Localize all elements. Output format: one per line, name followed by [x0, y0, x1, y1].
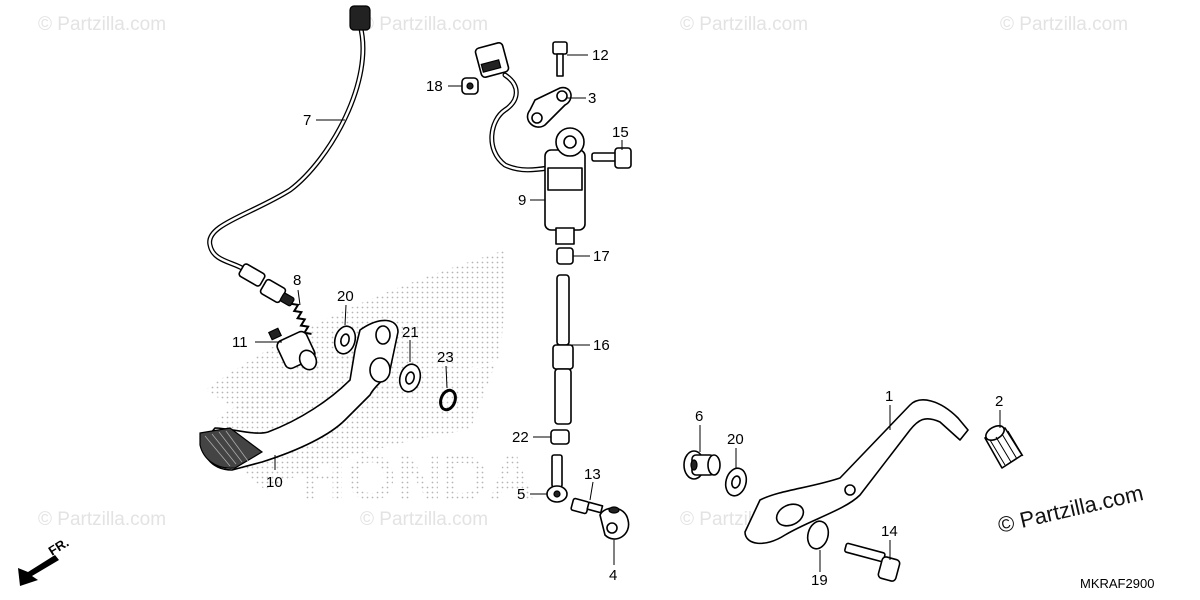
watermark: © Partzilla.com: [1000, 14, 1128, 35]
callout-19[interactable]: 19: [811, 572, 828, 589]
part-19-washer[interactable]: [805, 519, 832, 551]
part-8-spring[interactable]: [290, 301, 312, 336]
part-22-nut[interactable]: [550, 429, 570, 445]
callout-15[interactable]: 15: [612, 124, 629, 141]
callout-21[interactable]: 21: [402, 324, 419, 341]
part-5-rod-end[interactable]: [546, 454, 568, 503]
part-10-brake-pedal[interactable]: [199, 319, 399, 471]
front-direction-arrow: FR.: [18, 535, 71, 586]
callout-16[interactable]: 16: [593, 337, 610, 354]
watermark: © Partzilla.com: [680, 14, 808, 35]
part-6-collar[interactable]: [683, 450, 721, 480]
callout-10[interactable]: 10: [266, 474, 283, 491]
callout-11[interactable]: 11: [232, 334, 248, 351]
part-20-washer-left[interactable]: [332, 324, 359, 356]
leader-lines: [255, 54, 1001, 572]
callout-22[interactable]: 22: [512, 429, 529, 446]
callout-3[interactable]: 3: [588, 90, 596, 107]
part-1-shift-pedal[interactable]: [744, 399, 969, 545]
callout-1[interactable]: 1: [885, 388, 893, 405]
part-23-clip[interactable]: [438, 388, 458, 412]
part-20-washer-right[interactable]: [723, 466, 750, 498]
part-11-pin[interactable]: [267, 327, 320, 372]
part-17-nut[interactable]: [556, 247, 574, 265]
honda-logo-text: HONDA: [300, 442, 535, 514]
callout-12[interactable]: 12: [592, 47, 609, 64]
callout-7[interactable]: 7: [303, 112, 311, 129]
part-21-washer[interactable]: [397, 362, 424, 394]
callout-2[interactable]: 2: [995, 393, 1003, 410]
part-16-rod[interactable]: [552, 274, 574, 425]
part-7-cable[interactable]: [207, 5, 371, 307]
watermark: © Partzilla.com: [360, 509, 488, 530]
callout-9[interactable]: 9: [518, 192, 526, 209]
copyright-notice: © Partzilla.com: [996, 480, 1146, 538]
callout-14[interactable]: 14: [881, 523, 898, 540]
callout-20-right[interactable]: 20: [727, 431, 744, 448]
diagram-code: MKRAF2900: [1080, 576, 1154, 591]
part-15-bolt[interactable]: [591, 147, 632, 169]
callout-8[interactable]: 8: [293, 272, 301, 289]
part-13-bolt[interactable]: [570, 497, 604, 515]
watermarks: © Partzilla.com © Partzilla.com © Partzi…: [38, 14, 1128, 530]
callout-17[interactable]: 17: [593, 248, 610, 265]
callouts: 7 8 20 11 21 23 10 12 18 3 15 9 17 16 22…: [232, 47, 1003, 589]
watermark: © Partzilla.com: [38, 509, 166, 530]
part-14-bolt[interactable]: [844, 542, 901, 582]
callout-4[interactable]: 4: [609, 567, 617, 584]
direction-label: FR.: [46, 535, 72, 559]
callout-20-left[interactable]: 20: [337, 288, 354, 305]
callout-23[interactable]: 23: [437, 349, 454, 366]
part-18-nut[interactable]: [461, 77, 479, 95]
part-3-link[interactable]: [526, 86, 572, 128]
callout-18[interactable]: 18: [426, 78, 443, 95]
watermark: © Partzilla.com: [360, 14, 488, 35]
part-4-joint[interactable]: [599, 506, 630, 540]
part-2-rubber[interactable]: [983, 423, 1024, 469]
watermark: © Partzilla.com: [38, 14, 166, 35]
part-12-bolt[interactable]: [552, 41, 568, 77]
callout-5[interactable]: 5: [517, 486, 525, 503]
callout-6[interactable]: 6: [695, 408, 703, 425]
part-9-sensor[interactable]: [474, 41, 586, 245]
callout-13[interactable]: 13: [584, 466, 601, 483]
